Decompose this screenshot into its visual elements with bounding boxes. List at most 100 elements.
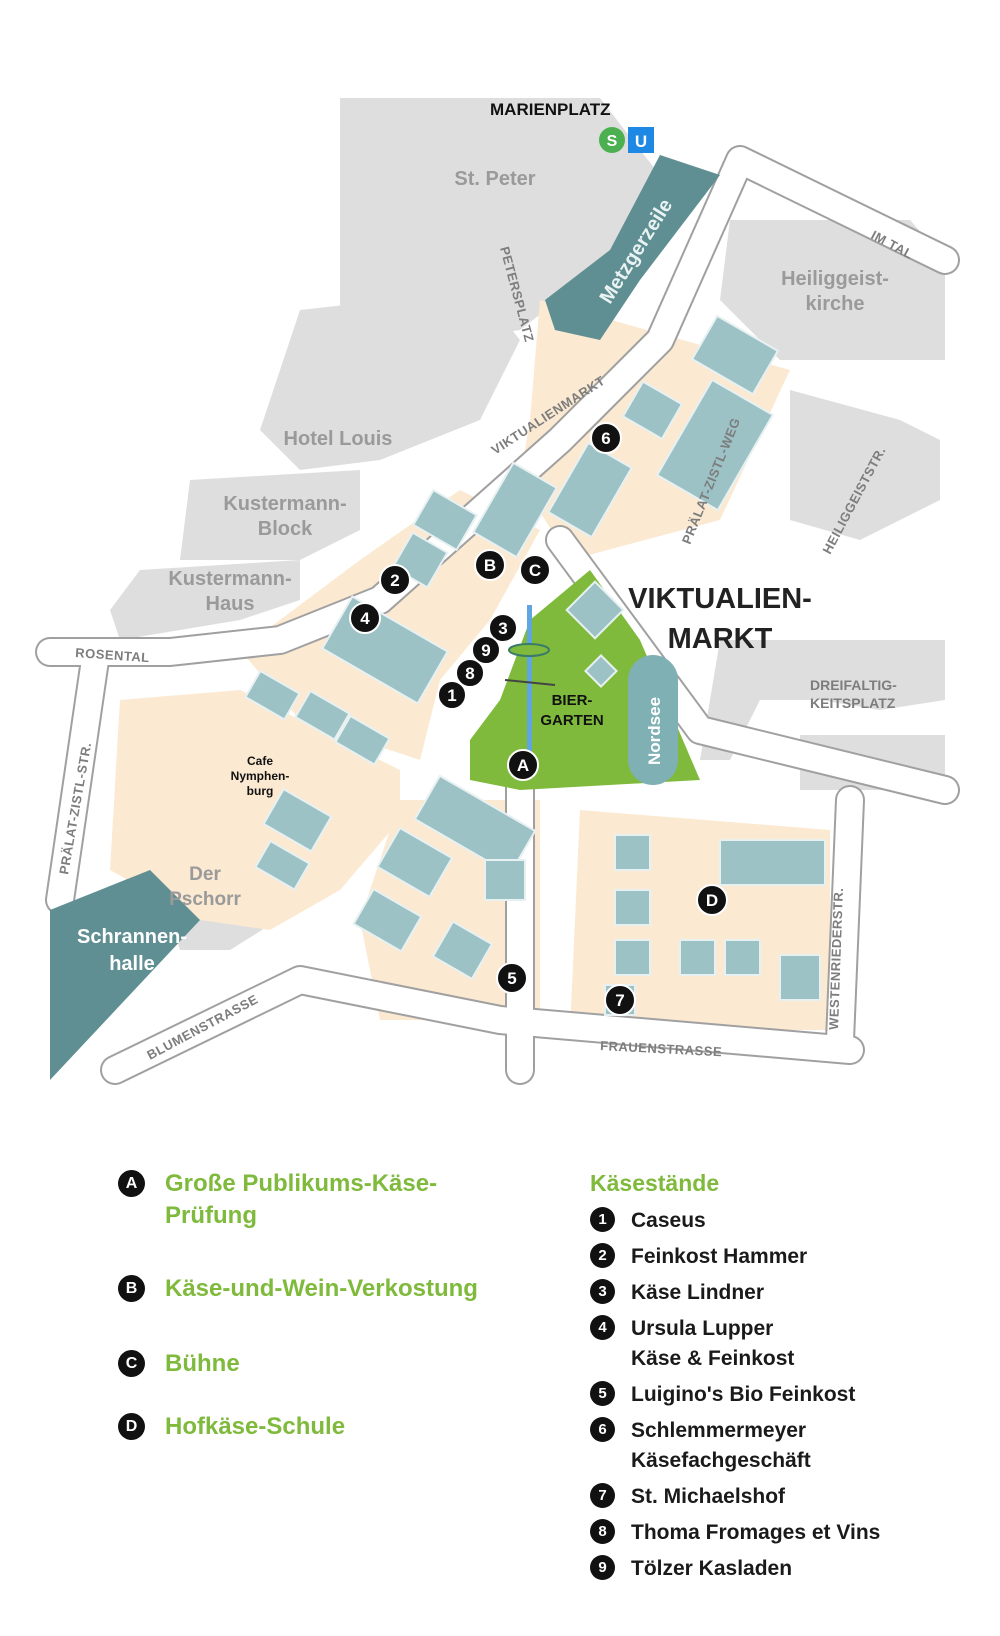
svg-text:4: 4 — [360, 609, 370, 628]
legend-item-2: 2 Feinkost Hammer — [590, 1242, 970, 1272]
marker-3[interactable]: 3 — [488, 613, 518, 643]
viktualienmarkt-title-2: MARKT — [668, 623, 773, 655]
metzgerzeile-building — [545, 155, 720, 340]
legend-badge: 5 — [590, 1381, 615, 1406]
kustermann-block — [180, 470, 360, 560]
svg-text:A: A — [517, 756, 529, 775]
svg-text:D: D — [706, 891, 718, 910]
legend-label: Luigino's Bio Feinkost — [631, 1383, 856, 1406]
svg-text:2: 2 — [390, 571, 399, 590]
legend-label: Tölzer Kasladen — [631, 1557, 793, 1580]
legend-item-3: 3 Käse Lindner — [590, 1278, 970, 1308]
dreifaltigkeitsplatz-label-2: KEITSPLATZ — [810, 695, 896, 711]
heiliggeistkirche-label-2: kirche — [806, 293, 865, 315]
svg-text:1: 1 — [447, 686, 456, 705]
legend-badge: 4 — [590, 1315, 615, 1340]
legend-label: Caseus — [631, 1209, 706, 1232]
kustermann-haus — [110, 560, 300, 640]
kustermann-block-label-1: Kustermann- — [223, 493, 346, 515]
hotel-louis-label: Hotel Louis — [284, 428, 393, 450]
cafe-label-2: Nymphen- — [231, 769, 290, 783]
marienplatz-station: MARIENPLATZ S U — [490, 100, 654, 153]
svg-text:9: 9 — [481, 641, 490, 660]
right-building-1 — [790, 390, 940, 540]
der-pschorr-label-1: Der — [189, 864, 221, 885]
marker-9[interactable]: 9 — [471, 635, 501, 665]
marker-D[interactable]: D — [696, 884, 728, 916]
cafe-label-1: Cafe — [247, 754, 273, 768]
s-bahn-symbol: S — [607, 133, 618, 150]
kustermann-block-label-2: Block — [258, 518, 313, 540]
st-peter-building — [340, 98, 660, 350]
st-peter-label: St. Peter — [454, 168, 535, 190]
viktualienmarkt-map: MARIENPLATZ S U St. Peter Heiliggeist- k… — [35, 98, 960, 1085]
u-bahn-symbol: U — [635, 132, 647, 151]
marker-2[interactable]: 2 — [379, 564, 411, 596]
building-labels: St. Peter Heiliggeist- kirche Hotel Loui… — [77, 168, 897, 975]
svg-text:7: 7 — [615, 991, 624, 1010]
street-blumenstrasse: BLUMENSTRASSE — [144, 991, 260, 1062]
legend-badge: 2 — [590, 1243, 615, 1268]
street-frauenstrasse: FRAUENSTRASSE — [600, 1038, 723, 1059]
legend-label: Hofkäse-Schule — [165, 1413, 346, 1440]
marker-1[interactable]: 1 — [437, 680, 467, 710]
der-pschorr-label-2: Pschorr — [169, 889, 241, 910]
legend-badge: 1 — [590, 1207, 615, 1232]
marker-4[interactable]: 4 — [349, 602, 381, 634]
svg-text:5: 5 — [507, 969, 516, 988]
biergarten-label-1: BIER- — [552, 692, 593, 709]
legend-badge: 7 — [590, 1483, 615, 1508]
marienplatz-label: MARIENPLATZ — [490, 100, 611, 119]
svg-text:8: 8 — [465, 664, 474, 683]
nordsee-building — [628, 655, 678, 785]
legend-item-8: 8 Thoma Fromages et Vins — [590, 1518, 970, 1548]
heiliggeist-building — [720, 220, 945, 360]
legend-label: Thoma Fromages et Vins — [631, 1521, 881, 1544]
legend-badge: A — [118, 1170, 145, 1197]
legend-badge: 9 — [590, 1555, 615, 1580]
market-area-west — [110, 690, 400, 930]
cafe-label-3: burg — [247, 784, 274, 798]
svg-text:3: 3 — [498, 619, 507, 638]
legend-label: Ursula Lupper Käse & Feinkost — [631, 1317, 795, 1370]
right-building-2 — [700, 640, 945, 760]
maypole — [504, 605, 556, 765]
s-bahn-icon — [599, 127, 625, 153]
marker-8[interactable]: 8 — [455, 658, 485, 688]
kustermann-haus-label-1: Kustermann- — [168, 568, 291, 590]
hotel-louis-block — [260, 290, 520, 470]
marker-6[interactable]: 6 — [590, 422, 622, 454]
svg-text:6: 6 — [601, 429, 610, 448]
legend-item-A: A Große Publikums-Käse-Prüfung — [118, 1168, 538, 1273]
heiliggeistkirche-label-1: Heiliggeist- — [781, 268, 889, 290]
marker-A[interactable]: A — [507, 749, 539, 781]
legend-events: A Große Publikums-Käse-Prüfung B Käse-un… — [118, 1168, 538, 1471]
legend-item-6: 6 Schlemmermeyer Käsefachgeschäft — [590, 1416, 970, 1476]
legend-item-5: 5 Luigino's Bio Feinkost — [590, 1380, 970, 1410]
dreifaltigkeitsplatz-label-1: DREIFALTIG- — [810, 677, 897, 693]
kustermann-haus-label-2: Haus — [206, 593, 255, 615]
legend-label: St. Michaelshof — [631, 1485, 786, 1508]
legend-badge: B — [118, 1275, 145, 1302]
marker-C[interactable]: C — [519, 554, 551, 586]
street-rosental: ROSENTAL — [75, 645, 150, 665]
legend-badge: 3 — [590, 1279, 615, 1304]
marker-5[interactable]: 5 — [496, 962, 528, 994]
legend-label: Käse-und-Wein-Verkostung — [165, 1275, 478, 1302]
marker-7[interactable]: 7 — [604, 984, 636, 1016]
marker-B[interactable]: B — [474, 549, 506, 581]
street-westenriederstr: WESTENRIEDERSTR. — [826, 887, 846, 1030]
legend-item-4: 4 Ursula Lupper Käse & Feinkost — [590, 1314, 970, 1374]
legend-label: Große Publikums-Käse-Prüfung — [165, 1170, 438, 1229]
legend-label: Schlemmermeyer Käsefachgeschäft — [631, 1419, 811, 1472]
legend-item-D: D Hofkäse-Schule — [118, 1411, 538, 1471]
teal-buildings — [50, 155, 720, 1080]
legend-title: Käsestände — [590, 1170, 720, 1196]
legend-item-9: 9 Tölzer Kasladen — [590, 1554, 970, 1584]
legend-badge: 6 — [590, 1417, 615, 1442]
legend-badge: C — [118, 1350, 145, 1377]
legend-item-B: B Käse-und-Wein-Verkostung — [118, 1273, 538, 1348]
legend-label: Bühne — [165, 1350, 240, 1377]
legend-label: Feinkost Hammer — [631, 1245, 808, 1268]
legend-cheese-stalls: Käsestände 1 Caseus 2 Feinkost Hammer 3 … — [590, 1168, 970, 1584]
